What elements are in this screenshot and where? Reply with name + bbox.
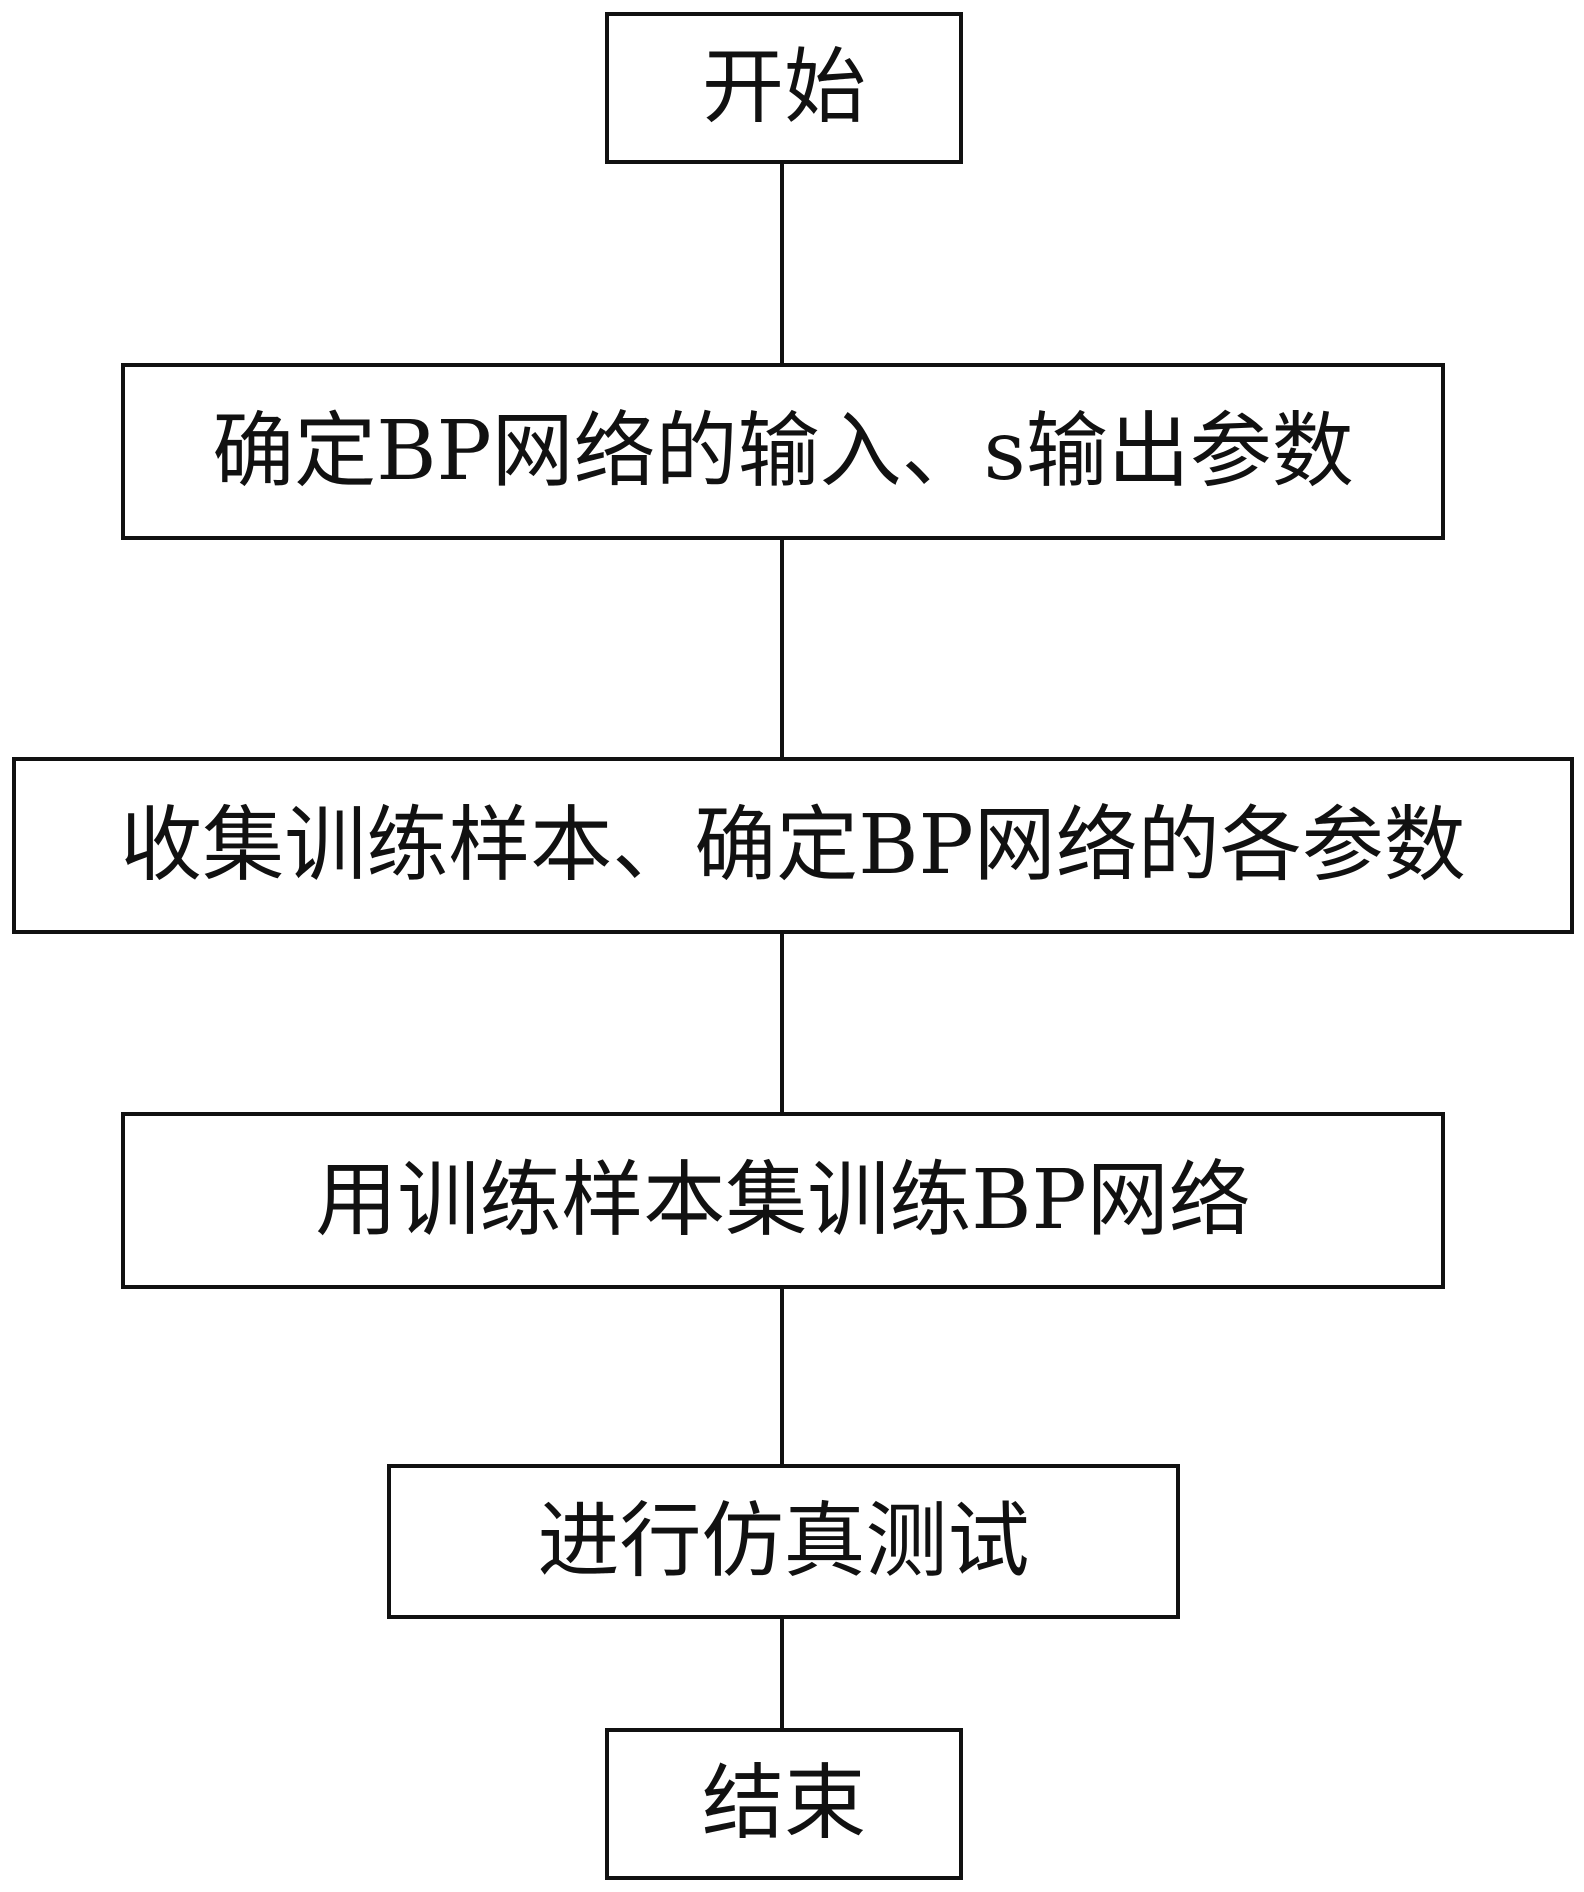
process-step-simulation-test: 进行仿真测试: [387, 1464, 1180, 1619]
connector-line: [780, 1619, 784, 1728]
step-label: 用训练样本集训练BP网络: [315, 1152, 1251, 1248]
end-node: 结束: [605, 1728, 963, 1880]
process-step-train-network: 用训练样本集训练BP网络: [121, 1112, 1445, 1289]
process-step-collect-samples: 收集训练样本、确定BP网络的各参数: [12, 757, 1574, 934]
connector-line: [780, 934, 784, 1112]
step-label: 确定BP网络的输入、s输出参数: [212, 403, 1354, 499]
step-label: 收集训练样本、确定BP网络的各参数: [120, 797, 1466, 893]
step-label: 进行仿真测试: [537, 1493, 1030, 1589]
end-label: 结束: [701, 1756, 866, 1851]
connector-line: [780, 164, 784, 363]
connector-line: [780, 1289, 784, 1464]
process-step-determine-io-parameters: 确定BP网络的输入、s输出参数: [121, 363, 1445, 540]
start-label: 开始: [701, 40, 866, 135]
connector-line: [780, 540, 784, 757]
start-node: 开始: [605, 12, 963, 164]
